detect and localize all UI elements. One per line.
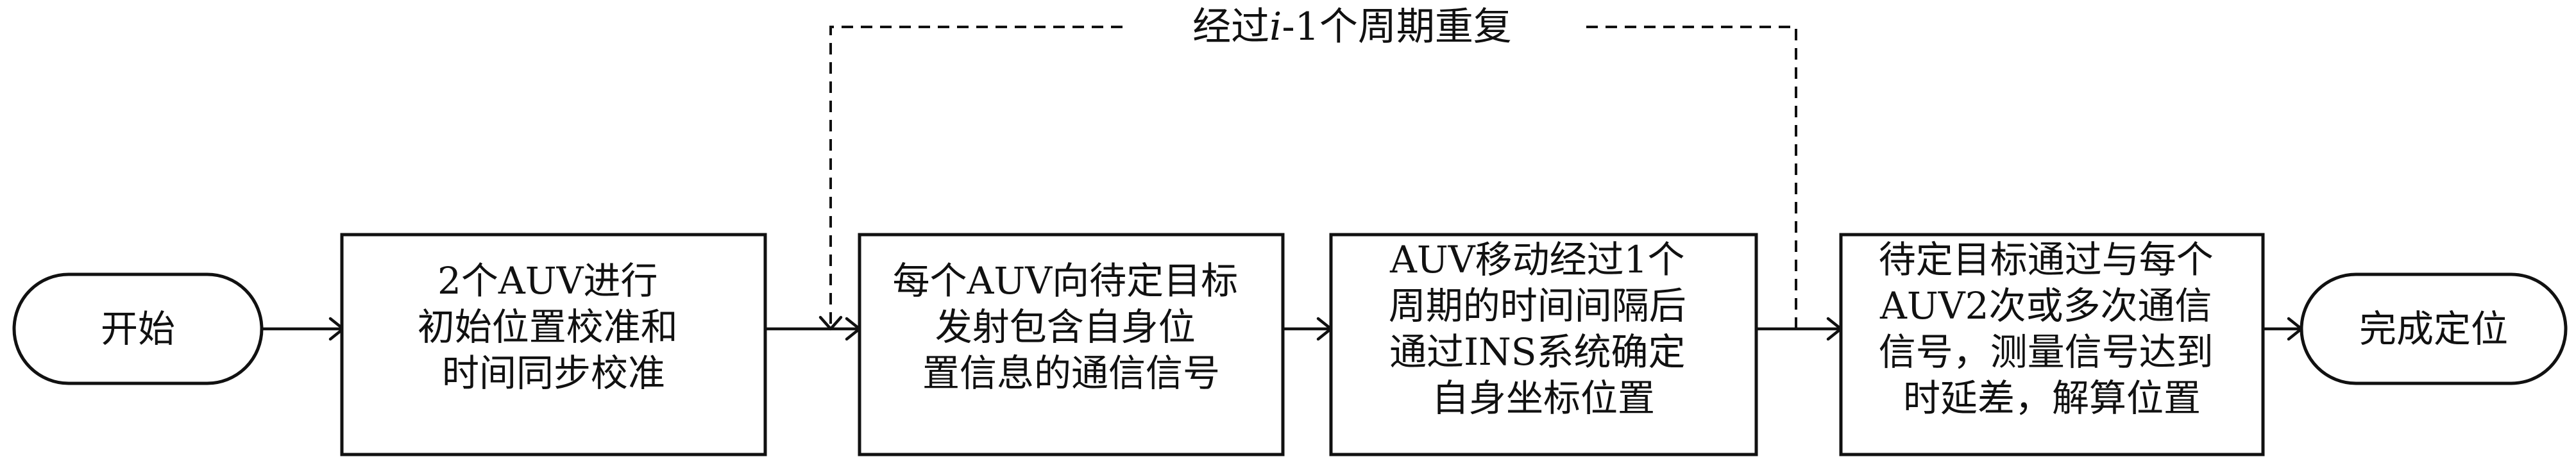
step1-box [340, 233, 767, 456]
step2-label: 每个AUV向待定目标 发射包含自身位 置信息的通信信号 [892, 259, 1250, 395]
step1-label: 2个AUV进行 初始位置校准和 时间同步校准 [418, 259, 690, 395]
start-label: 开始 [101, 307, 175, 351]
connector-step2-to-step3 [1283, 317, 1333, 341]
step3-label: AUV移动经过1个 周期的时间间隔后 通过INS系统确定 自身坐标位置 [1389, 238, 1698, 420]
end-terminal [2300, 272, 2568, 385]
step2-box [858, 233, 1285, 456]
loop-back-connector [818, 26, 1797, 331]
connector-step3-to-step4 [1756, 317, 1843, 341]
connector-step1-to-step2 [765, 317, 861, 341]
start-terminal [12, 272, 264, 385]
connector-start-to-step1 [262, 317, 345, 341]
step4-label: 待定目标通过与每个 AUV2次或多次通信 信号，测量信号达到 时延差，解算位置 [1879, 238, 2225, 420]
loop-label: 经过i-1个周期重复 [1192, 4, 1512, 49]
connector-step4-to-end [2263, 317, 2303, 341]
step3-box [1329, 233, 1758, 456]
end-label: 完成定位 [2359, 307, 2508, 351]
step4-box [1839, 233, 2265, 456]
